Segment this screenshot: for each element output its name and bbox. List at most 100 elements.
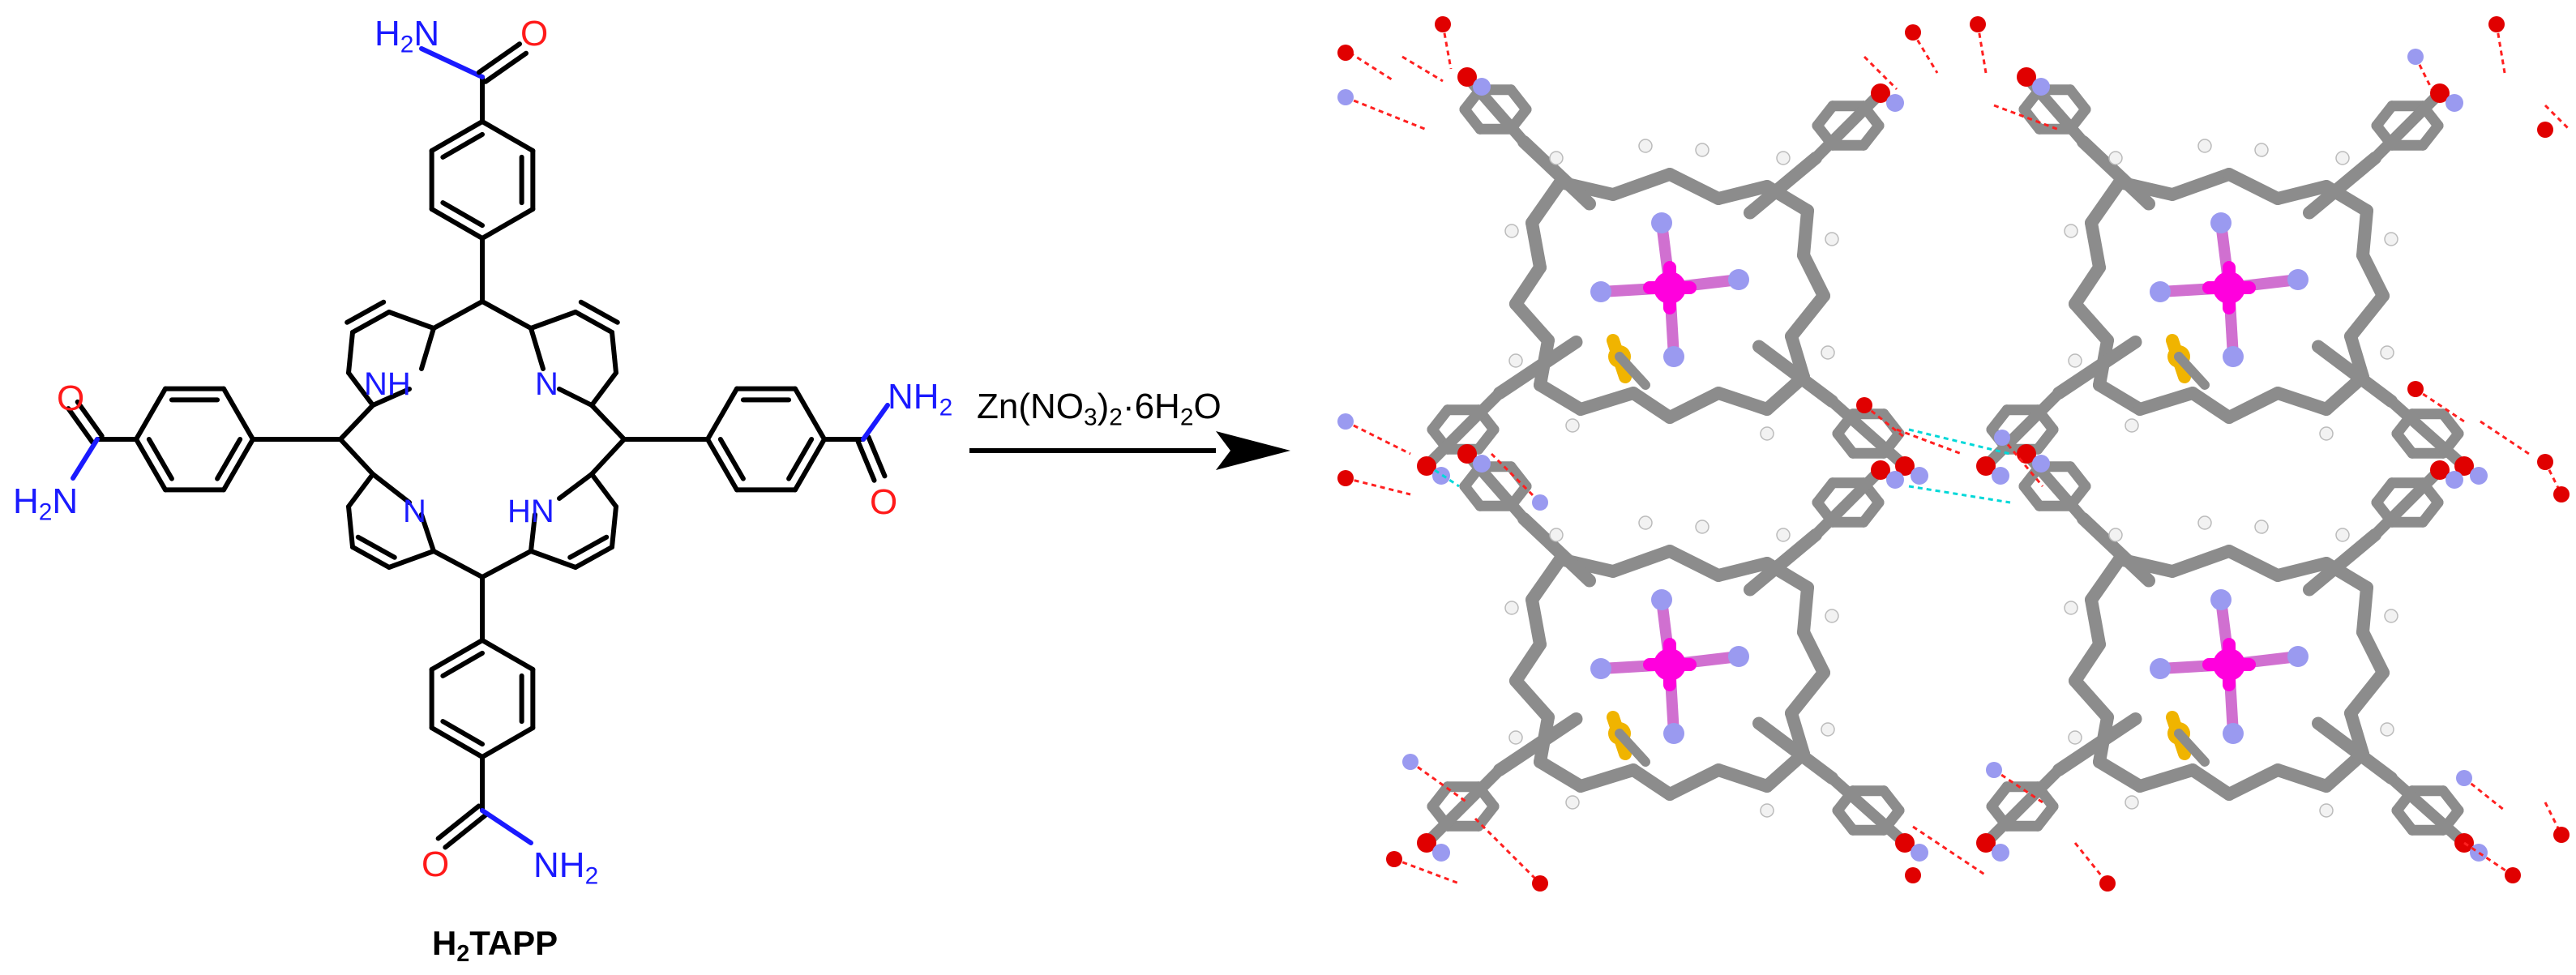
macrocycle-bond: [1712, 180, 1774, 205]
nitrogen-atom: [1651, 212, 1672, 233]
amide-nitrogen-atom: [1992, 467, 2009, 485]
macrocycle-bond: [1712, 763, 1774, 793]
phenyl-ring-left: [221, 386, 255, 442]
bond-bottom-co: [443, 812, 489, 850]
macrocycle-bond: [1509, 297, 1555, 347]
hydrogen-bond-27: [2463, 841, 2514, 877]
oxygen-atom: [2017, 444, 2036, 464]
oxygen-atom: [1871, 460, 1890, 480]
hydrogen-atom: [2065, 601, 2077, 614]
amide-nitrogen-atom: [2470, 467, 2488, 485]
atom-label-hn-lower: HN: [507, 494, 554, 529]
hydrogen-atom: [2109, 152, 2122, 165]
pyrrole-inner-bond: [370, 387, 412, 408]
lattice-atom-19: [2099, 875, 2116, 892]
macrocycle-bond: [1534, 378, 1587, 416]
macrocycle-bond: [2166, 545, 2236, 578]
atom-label-h2n-top: H2N: [374, 14, 440, 58]
amide-c-bond: [2386, 772, 2470, 849]
zinc-atom: [2213, 272, 2245, 304]
bond-left-co: [75, 399, 105, 438]
hydrogen-outline: [1549, 151, 1564, 165]
short-contact-2: [1908, 485, 2011, 504]
amide-nitrogen-atom: [1473, 78, 1491, 96]
zinc-atom: [1654, 648, 1686, 681]
lattice-atom-12: [2407, 381, 2424, 397]
macrocycle-bond: [2093, 755, 2146, 793]
macrocycle-bond: [1509, 261, 1547, 310]
oxygen-atom: [1871, 83, 1890, 103]
hydrogen-outline: [2064, 601, 2078, 615]
amide-nitrogen-atom: [2445, 471, 2463, 489]
porphyrin-unit-2: [1976, 67, 2488, 485]
hydrogen-atom: [2320, 427, 2333, 440]
pyrrole-inner-bond: [528, 512, 537, 554]
hydrogen-bond-22: [1393, 857, 1460, 885]
hydrogen-outline: [1825, 232, 1839, 246]
phenyl-ring-bond: [2065, 461, 2091, 492]
phenyl-ring-right: [717, 437, 746, 481]
amide-nitrogen-atom: [2470, 844, 2488, 862]
atom-label-o-bottom: O: [421, 845, 450, 884]
pyrrole-double-bond: [344, 299, 387, 325]
amide-c-bond: [2369, 88, 2445, 164]
lattice-atom-14: [1402, 754, 1419, 770]
phenyl-ring-bottom: [440, 650, 485, 678]
hydrogen-outline: [2319, 803, 2334, 818]
lattice-atom-2: [1337, 89, 1354, 105]
porphyrin-outer-bond: [589, 437, 627, 477]
amide-c-bond: [1980, 764, 2065, 849]
porphyrin-unit-3: [1417, 444, 1928, 862]
methyl-bond: [2174, 352, 2210, 390]
porphyrin-outer-bond: [480, 549, 533, 579]
amide-nitrogen-atom: [2032, 455, 2050, 473]
lattice-atom-3: [1905, 24, 1921, 41]
porphyrin-outer-bond: [431, 549, 485, 579]
phenyl-ring-top: [440, 131, 485, 160]
nitrogen-atom: [2210, 212, 2232, 233]
bond-right-co: [866, 434, 888, 479]
hydrogen-atom: [1777, 528, 1790, 541]
hydrogen-bond-11: [1345, 420, 1411, 455]
hydrogen-atom: [1505, 225, 1518, 237]
atom-label-nh-upper: NH: [364, 366, 411, 402]
hydrogen-outline: [1504, 224, 1519, 238]
porphyrin-outer-bond: [573, 310, 614, 335]
hydrogen-bond-5: [1911, 32, 1939, 74]
amide-c-bond: [1826, 396, 1911, 472]
hydrogen-bond-4: [1863, 55, 1898, 91]
oxygen-atom: [1976, 833, 1996, 853]
amide-c-bond: [1810, 88, 1886, 164]
lattice-atom-6: [2488, 16, 2505, 32]
oxygen-atom: [1457, 444, 1477, 464]
phenyl-ring-bottom: [429, 638, 485, 672]
nitrogen-atom: [1663, 346, 1684, 367]
bond-top-co: [483, 50, 529, 84]
phenyl-ring-right: [786, 437, 815, 481]
oxygen-atom: [2430, 83, 2450, 103]
atom-label-o-left: O: [57, 378, 85, 418]
hydrogen-atom: [1761, 427, 1774, 440]
macrocycle-bond: [1534, 755, 1587, 793]
hydrogen-outline: [2068, 730, 2082, 745]
hydrogen-bond-12: [1345, 477, 1411, 496]
atom-label-h2n-left: H2N: [13, 481, 79, 526]
oxygen-atom: [2454, 456, 2474, 476]
macrocycle-bond: [2271, 557, 2333, 582]
macrocycle-bond: [2085, 553, 2126, 606]
atom-label-n-upper: N: [535, 366, 558, 402]
macrocycle-bond: [2223, 545, 2284, 582]
porphyrin-outer-bond: [350, 310, 392, 335]
phenyl-ring-bond: [2437, 408, 2464, 439]
nitrogen-atom: [2210, 589, 2232, 610]
hydrogen-atom: [1566, 796, 1579, 809]
lattice-atom-15: [1386, 851, 1402, 867]
macrocycle-bond: [1574, 763, 1640, 793]
hydrogen-atom: [2381, 723, 2394, 736]
pyrrole-inner-bond: [419, 512, 436, 554]
amide-nitrogen-atom: [1911, 467, 1928, 485]
amide-nitrogen-atom: [2032, 78, 2050, 96]
phenyl-bond: [2077, 135, 2155, 211]
macrocycle-bond: [1785, 666, 1830, 720]
macrocycle-bond: [2133, 763, 2199, 793]
